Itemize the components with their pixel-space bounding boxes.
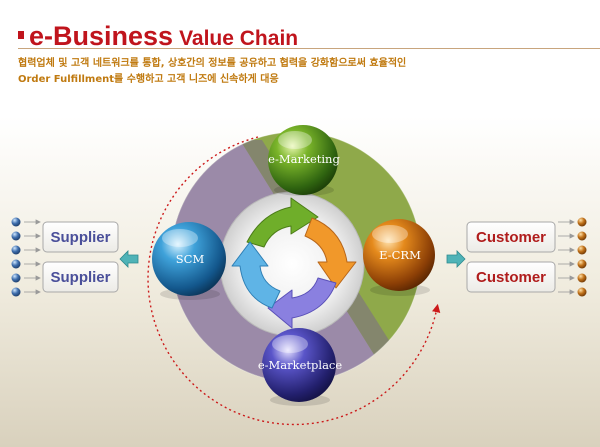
node-scm[interactable]: SCM (152, 222, 226, 300)
node-e-marketing[interactable]: e-Marketing (268, 125, 340, 196)
node-e-marketplace[interactable]: e-Marketplace (258, 328, 343, 406)
customer-dot-icon (577, 245, 587, 255)
title-bullet-icon (18, 31, 24, 39)
customer-dot-icon (577, 287, 587, 297)
supplier-dot-icon (11, 259, 21, 269)
supplier-label-2: Supplier (50, 269, 110, 286)
customer-box-2[interactable]: Customer (466, 261, 556, 293)
supplier-label-1: Supplier (50, 229, 110, 246)
title-main: e-Business (29, 21, 174, 51)
cycle-arrows-icon (231, 197, 357, 329)
cycle-arrow-green-icon (246, 197, 319, 248)
cycle-arrow-blue-icon (231, 241, 281, 309)
customer-group: Customer Customer (446, 217, 587, 297)
customer-dot-icon (577, 231, 587, 241)
customer-dot-icon (577, 259, 587, 269)
supplier-dot-icon (11, 273, 21, 283)
customer-dots (577, 217, 587, 297)
cycle-arrow-orange-icon (304, 217, 357, 289)
customer-dot-icon (577, 273, 587, 283)
cycle-arrow-purple-icon (267, 277, 337, 329)
customer-connector-arrows (558, 219, 575, 295)
node-label-e-marketing: e-Marketing (268, 152, 340, 166)
supplier-box-2[interactable]: Supplier (42, 261, 119, 293)
node-label-scm: SCM (176, 252, 205, 266)
node-label-e-marketplace: e-Marketplace (258, 358, 343, 372)
supplier-dots (11, 217, 21, 297)
supplier-group: Supplier Supplier (11, 217, 139, 297)
subtitle-line-1: 협력업체 및 고객 네트워크를 통합, 상호간의 정보를 공유하고 협력을 강화… (18, 58, 407, 69)
flow-dotted-arrow (147, 136, 441, 426)
subtitle-line-2: Order Fulfillment를 수행하고 고객 니즈에 신속하게 대응 (18, 74, 279, 85)
double-arrow-left-icon (119, 250, 139, 268)
customer-box-1[interactable]: Customer (466, 221, 556, 253)
supplier-dot-icon (11, 287, 21, 297)
node-e-crm[interactable]: E-CRM (363, 219, 435, 296)
title-rest: Value Chain (179, 27, 299, 50)
double-arrow-right-icon (446, 250, 466, 268)
node-label-e-crm: E-CRM (379, 248, 421, 262)
supplier-dot-icon (11, 217, 21, 227)
supplier-box-1[interactable]: Supplier (42, 221, 119, 253)
customer-label-2: Customer (476, 269, 546, 286)
supplier-dot-icon (11, 231, 21, 241)
supplier-connector-arrows (24, 219, 41, 295)
supplier-dot-icon (11, 245, 21, 255)
subtitle: 협력업체 및 고객 네트워크를 통합, 상호간의 정보를 공유하고 협력을 강화… (18, 56, 588, 88)
customer-dot-icon (577, 217, 587, 227)
customer-label-1: Customer (476, 229, 546, 246)
title-divider (18, 48, 600, 49)
